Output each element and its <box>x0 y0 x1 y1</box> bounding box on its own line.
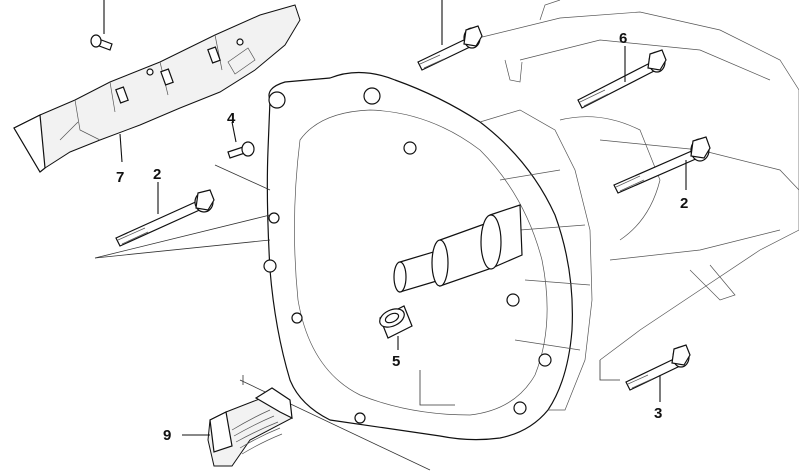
callout-3: 3 <box>654 405 662 422</box>
long-bolt-2-right <box>613 136 711 194</box>
callout-2-right: 2 <box>680 195 688 212</box>
input-shaft <box>393 204 523 293</box>
long-bolt-6 <box>577 46 667 109</box>
bracket-bolt <box>90 0 113 51</box>
bolt-3 <box>625 344 691 402</box>
callout-7: 7 <box>116 169 124 186</box>
callout-5: 5 <box>392 353 400 370</box>
transmission-housing <box>263 0 799 441</box>
dowel-sleeve-5 <box>379 305 413 350</box>
long-bolt-2-left <box>115 182 215 247</box>
small-bolt-4 <box>227 121 255 159</box>
callout-4: 4 <box>227 110 236 127</box>
callout-6: 6 <box>619 30 627 47</box>
callout-2-left: 2 <box>153 166 161 183</box>
clip-9 <box>182 387 293 467</box>
heat-shield-bracket <box>13 4 301 173</box>
callout-9: 9 <box>163 427 171 444</box>
long-bolt-top <box>417 0 483 71</box>
